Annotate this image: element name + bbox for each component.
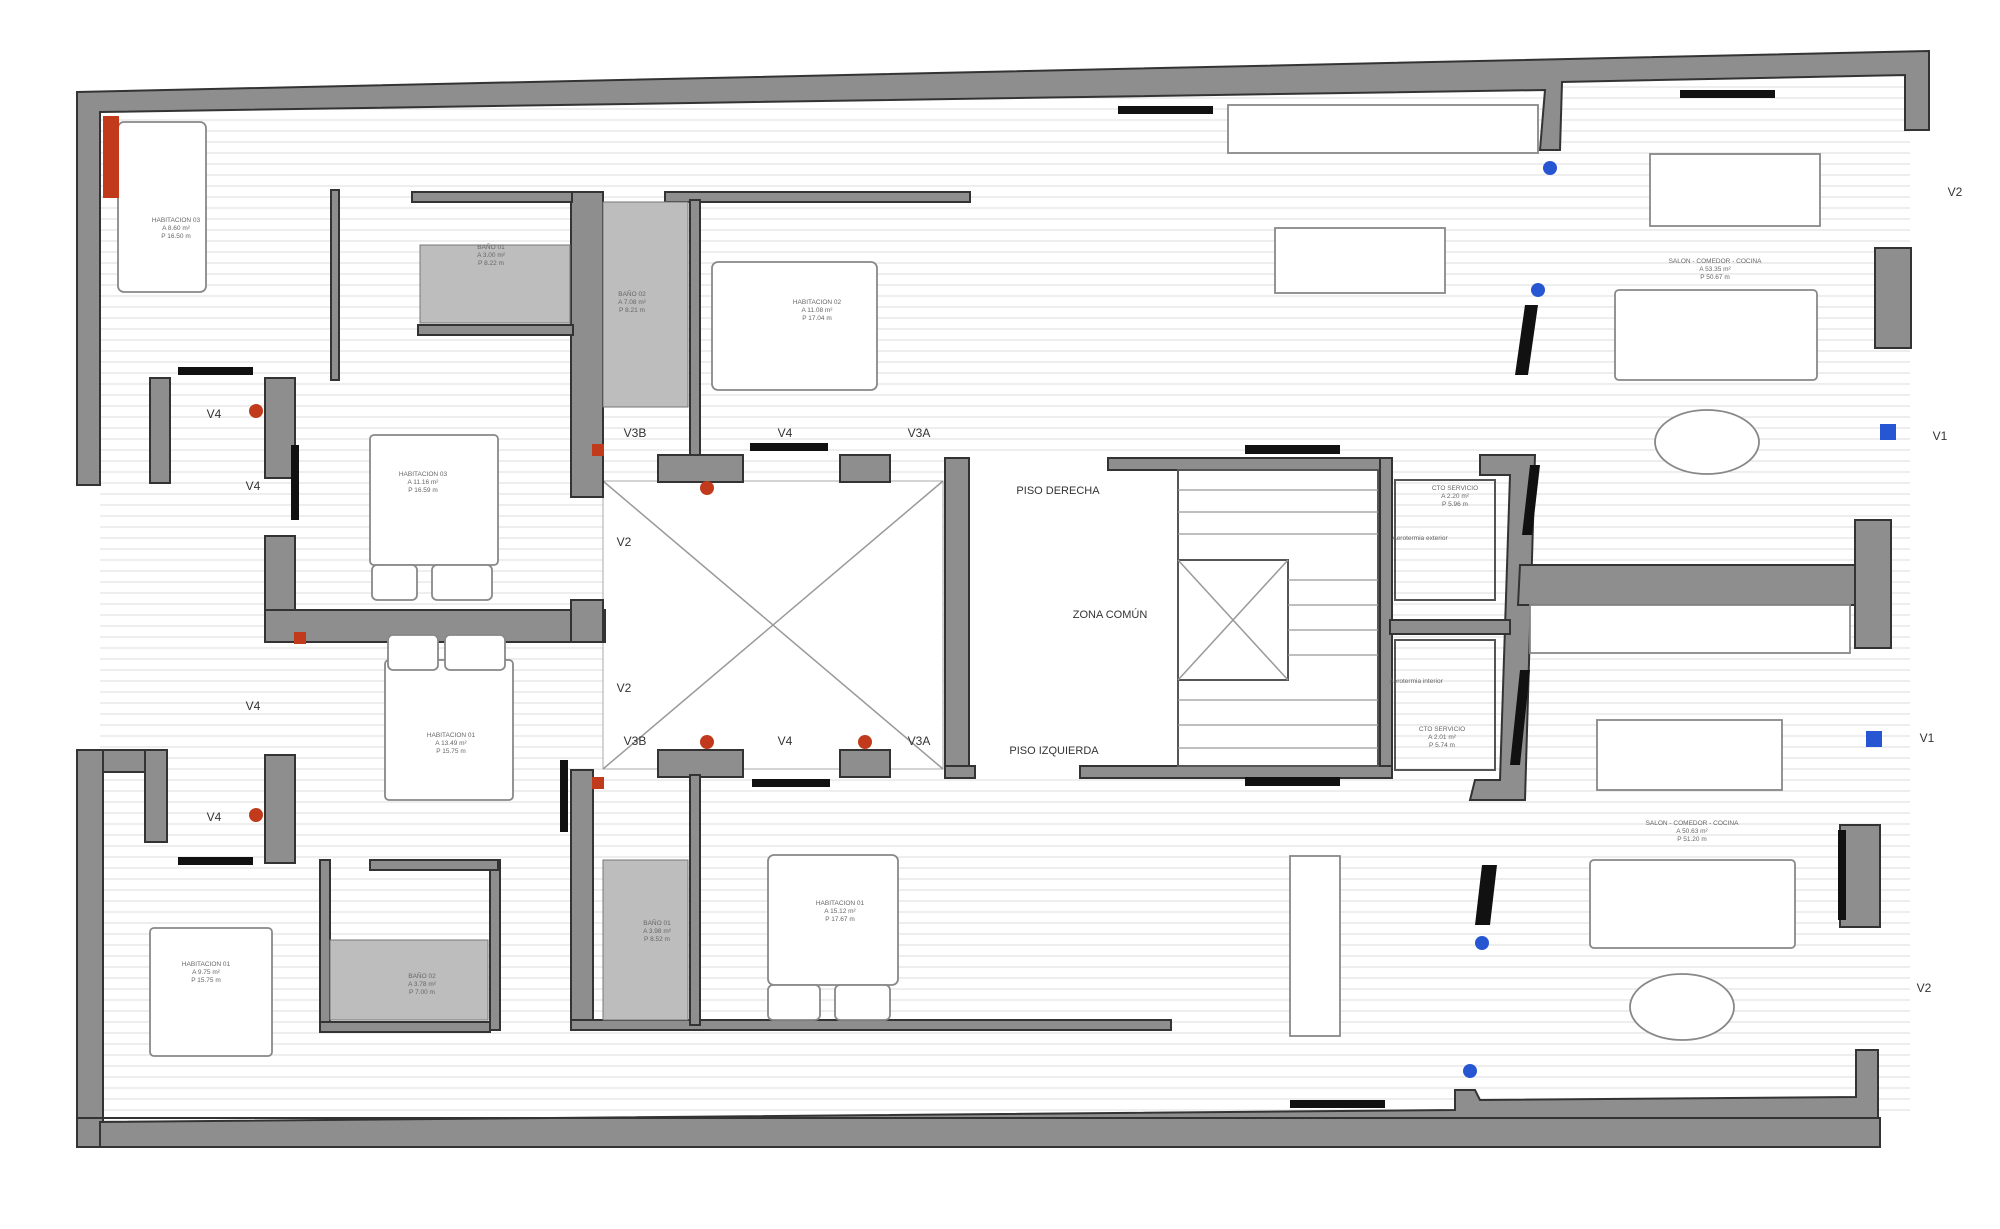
svg-text:P 8.22 m: P 8.22 m <box>478 260 504 267</box>
svg-text:P 50.67 m: P 50.67 m <box>1700 274 1730 281</box>
svg-text:P 8.21 m: P 8.21 m <box>619 307 645 314</box>
svg-text:A 11.16 m²: A 11.16 m² <box>408 479 440 486</box>
svg-text:A 9.75 m²: A 9.75 m² <box>192 969 221 976</box>
window-label: V3B <box>624 734 647 748</box>
svg-text:HABITACION 03: HABITACION 03 <box>152 217 201 224</box>
svg-text:HABITACION 01: HABITACION 01 <box>816 900 865 907</box>
bathroom-02b-floor <box>329 939 489 1021</box>
window-label: V4 <box>778 734 793 748</box>
installation-markers <box>1463 161 1896 1078</box>
window-label: V3B <box>624 426 647 440</box>
interior-walls <box>264 189 1172 1033</box>
window-label: V4 <box>246 699 261 713</box>
svg-text:P 7.00 m: P 7.00 m <box>409 989 435 996</box>
svg-text:A 53.35 m²: A 53.35 m² <box>1699 266 1731 273</box>
window-label: V4 <box>246 479 261 493</box>
note-aerotermia-exterior: Aerotermia exterior <box>1392 535 1448 542</box>
svg-text:P 15.75 m: P 15.75 m <box>191 977 221 984</box>
zone-label-right: PISO DERECHA <box>1016 485 1100 497</box>
svg-text:HABITACION 01: HABITACION 01 <box>427 732 476 739</box>
svg-text:P 5.96 m: P 5.96 m <box>1442 501 1468 508</box>
svg-text:SALON - COMEDOR - COCINA: SALON - COMEDOR - COCINA <box>1669 258 1762 265</box>
note-aerotermia-interior: Aerotermia interior <box>1389 678 1443 685</box>
exterior-walls <box>76 49 1930 1148</box>
room-label: BAÑO 02A 7.08 m²P 8.21 m <box>618 289 647 314</box>
room-label: BAÑO 01A 3.00 m²P 8.22 m <box>477 242 506 267</box>
bathroom-01-floor <box>419 244 571 324</box>
bathroom-01b-floor <box>602 859 689 1021</box>
window-label: V3A <box>908 734 931 748</box>
svg-text:P 51.20 m: P 51.20 m <box>1677 836 1707 843</box>
svg-text:A 8.60 m²: A 8.60 m² <box>162 225 191 232</box>
svg-text:BAÑO 01: BAÑO 01 <box>477 242 505 251</box>
svg-text:P 17.67 m: P 17.67 m <box>825 916 855 923</box>
svg-text:BAÑO 01: BAÑO 01 <box>643 918 671 927</box>
room-label: BAÑO 01A 3.98 m²P 8.52 m <box>643 918 672 943</box>
svg-text:P 15.75 m: P 15.75 m <box>436 748 466 755</box>
svg-text:P 17.04 m: P 17.04 m <box>802 315 832 322</box>
svg-text:A 11.08 m²: A 11.08 m² <box>802 307 834 314</box>
svg-text:A 3.98 m²: A 3.98 m² <box>643 928 672 935</box>
window-label: V2 <box>617 535 632 549</box>
svg-text:P 16.59 m: P 16.59 m <box>408 487 438 494</box>
column-markers <box>103 116 872 822</box>
zone-label-left: PISO IZQUIERDA <box>1009 745 1099 757</box>
svg-text:A 2.01 m²: A 2.01 m² <box>1428 734 1457 741</box>
room-label: HABITACION 01A 13.49 m²P 15.75 m <box>427 732 476 755</box>
furniture <box>117 104 1851 1057</box>
window-label: V3A <box>908 426 931 440</box>
window-label: V4 <box>207 407 222 421</box>
svg-text:HABITACION 02: HABITACION 02 <box>793 299 842 306</box>
room-label: HABITACION 03A 11.16 m²P 16.59 m <box>399 471 448 494</box>
windows <box>178 90 1846 1108</box>
window-label: V1 <box>1933 429 1948 443</box>
room-label: HABITACION 03A 8.60 m²P 16.50 m <box>152 217 201 240</box>
window-label: V1 <box>1920 731 1935 745</box>
svg-text:A 50.63 m²: A 50.63 m² <box>1676 828 1708 835</box>
window-label: V4 <box>778 426 793 440</box>
svg-text:P 16.50 m: P 16.50 m <box>161 233 191 240</box>
svg-text:CTO SERVICIO: CTO SERVICIO <box>1419 726 1465 733</box>
svg-text:A 15.12 m²: A 15.12 m² <box>824 908 856 915</box>
bathroom-02-floor <box>602 201 689 408</box>
window-label: V2 <box>617 681 632 695</box>
svg-text:BAÑO 02: BAÑO 02 <box>408 971 436 980</box>
room-label: HABITACION 02A 11.08 m²P 17.04 m <box>793 299 842 322</box>
window-label: V2 <box>1948 185 1963 199</box>
svg-text:P 5.74 m: P 5.74 m <box>1429 742 1455 749</box>
zone-label-common: ZONA COMÚN <box>1073 608 1148 621</box>
svg-text:HABITACION 01: HABITACION 01 <box>182 961 231 968</box>
room-label: HABITACION 01A 15.12 m²P 17.67 m <box>816 900 865 923</box>
svg-text:A 7.08 m²: A 7.08 m² <box>618 299 647 306</box>
svg-text:A 2.20 m²: A 2.20 m² <box>1441 493 1470 500</box>
svg-text:P 8.52 m: P 8.52 m <box>644 936 670 943</box>
svg-text:BAÑO 02: BAÑO 02 <box>618 289 646 298</box>
svg-text:A 3.78 m²: A 3.78 m² <box>408 981 437 988</box>
room-label: HABITACION 01A 9.75 m²P 15.75 m <box>182 961 231 984</box>
stair-core <box>944 457 1393 779</box>
window-label: V4 <box>207 810 222 824</box>
svg-text:HABITACION 03: HABITACION 03 <box>399 471 448 478</box>
light-well <box>602 480 944 770</box>
window-label: V2 <box>1917 981 1932 995</box>
svg-text:SALON - COMEDOR - COCINA: SALON - COMEDOR - COCINA <box>1646 820 1739 827</box>
room-label: BAÑO 02A 3.78 m²P 7.00 m <box>408 971 437 996</box>
svg-text:CTO SERVICIO: CTO SERVICIO <box>1432 485 1478 492</box>
svg-text:A 13.49 m²: A 13.49 m² <box>435 740 467 747</box>
svg-text:A 3.00 m²: A 3.00 m² <box>477 252 506 259</box>
